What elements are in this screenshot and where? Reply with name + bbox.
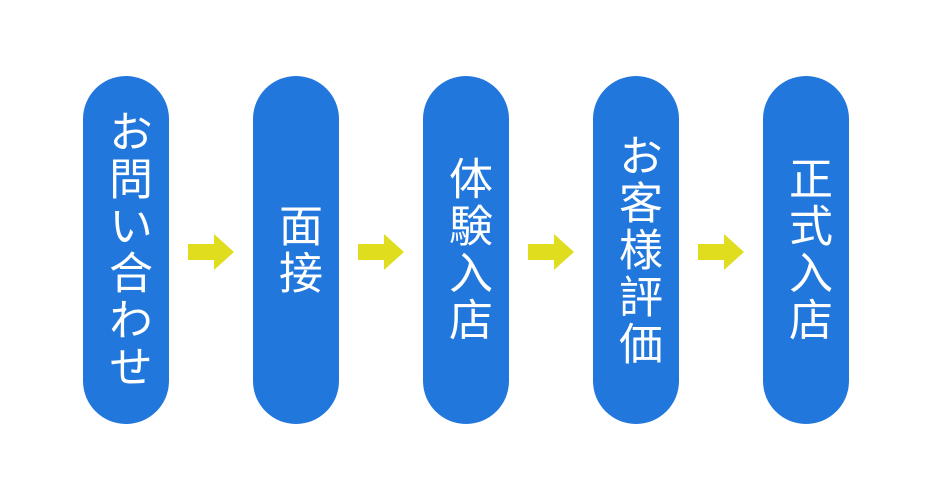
arrow-head bbox=[384, 234, 404, 270]
flow-step-trial-entry: 体験入店 bbox=[423, 76, 509, 424]
right-arrow-icon bbox=[698, 234, 744, 270]
right-arrow-icon bbox=[528, 234, 574, 270]
flow-step-label: お問い合わせ bbox=[102, 109, 151, 391]
arrow-head bbox=[724, 234, 744, 270]
arrow-tail bbox=[188, 244, 214, 260]
flow-step-official-entry: 正式入店 bbox=[763, 76, 849, 424]
arrow-head bbox=[214, 234, 234, 270]
flow-step-label: 正式入店 bbox=[782, 156, 831, 344]
flow-step-inquiry: お問い合わせ bbox=[83, 76, 169, 424]
right-arrow-icon bbox=[358, 234, 404, 270]
flow-step-interview: 面接 bbox=[253, 76, 339, 424]
arrow-tail bbox=[528, 244, 554, 260]
flow-step-label: お客様評価 bbox=[612, 132, 661, 368]
arrow-tail bbox=[698, 244, 724, 260]
right-arrow-icon bbox=[188, 234, 234, 270]
flow-step-customer-evaluation: お客様評価 bbox=[593, 76, 679, 424]
flow-step-label: 面接 bbox=[272, 203, 321, 297]
arrow-tail bbox=[358, 244, 384, 260]
arrow-head bbox=[554, 234, 574, 270]
flow-step-label: 体験入店 bbox=[442, 156, 491, 344]
